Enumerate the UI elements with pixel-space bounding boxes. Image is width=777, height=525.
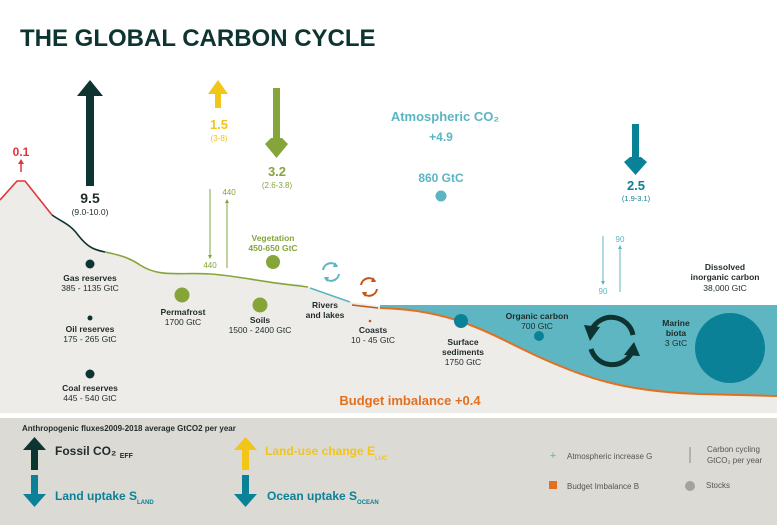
dic-value: 38,000 GtC bbox=[703, 283, 746, 293]
dic-label-line1: Dissolved bbox=[705, 262, 745, 272]
ocean-cycle-down-value: 90 bbox=[599, 287, 608, 296]
coasts-cycle-icon bbox=[360, 277, 378, 297]
legend-atmos-label: Atmospheric increase G bbox=[567, 452, 652, 461]
legend-imbalance-label: Budget Imbalance B bbox=[567, 482, 639, 491]
legend-title: Anthropogenic fluxes2009-2018 average Gt… bbox=[22, 424, 236, 433]
organic-value: 700 GtC bbox=[521, 321, 553, 331]
organic-label: Organic carbon bbox=[506, 311, 569, 321]
oil-stock-dot bbox=[87, 315, 93, 321]
legend-land-use-label: Land-use change ELUC bbox=[265, 444, 388, 462]
permafrost-value: 1700 GtC bbox=[165, 317, 201, 327]
legend-atmos-plus-icon: + bbox=[550, 450, 556, 462]
sea-floor-line bbox=[379, 307, 777, 397]
permafrost-label: Permafrost bbox=[161, 307, 206, 317]
land-sink-arrow-icon bbox=[265, 88, 288, 158]
gas-value: 385 - 1135 GtC bbox=[61, 283, 119, 293]
river-line bbox=[309, 287, 351, 303]
legend-fossil-arrow-icon bbox=[23, 437, 46, 470]
legend-fossil-label: Fossil CO₂ EFF bbox=[55, 444, 134, 460]
legend-panel bbox=[0, 418, 777, 525]
dic-label-line2: inorganic carbon bbox=[691, 272, 760, 282]
permafrost-stock-dot bbox=[174, 287, 190, 303]
coast-line bbox=[351, 304, 379, 309]
soils-stock-dot bbox=[252, 297, 268, 313]
fossil-arrow-icon bbox=[77, 80, 103, 186]
gas-label: Gas reserves bbox=[63, 273, 117, 283]
legend-stocks-label: Stocks bbox=[706, 481, 730, 490]
legend-land-arrow-icon bbox=[23, 475, 46, 507]
land-use-arrow-icon bbox=[208, 80, 228, 108]
coal-stock-dot bbox=[85, 369, 95, 379]
legend-land-label: Land uptake SLAND bbox=[55, 489, 154, 506]
biota-label-line1: Marine bbox=[662, 318, 690, 328]
ocean-sink-flux-value: 2.5 bbox=[627, 178, 645, 193]
dic-stock-dot bbox=[695, 313, 765, 383]
biota-value: 3 GtC bbox=[665, 338, 687, 348]
land-sink-flux-value: 3.2 bbox=[268, 164, 286, 179]
land-sink-flux-range: (2.6-3.8) bbox=[262, 181, 293, 190]
vegetation-label: Vegetation bbox=[252, 233, 295, 243]
sediments-value: 1750 GtC bbox=[445, 357, 481, 367]
soils-label: Soils bbox=[250, 315, 271, 325]
legend-cycling-line2: GtCO₂ per year bbox=[707, 456, 762, 465]
land-use-flux-range: (3-8) bbox=[211, 134, 228, 143]
atmosphere-stock-dot bbox=[435, 190, 447, 202]
legend-imbalance-square-icon bbox=[549, 481, 557, 489]
fossil-flux-value: 9.5 bbox=[80, 190, 100, 206]
vegetation-value: 450-650 GtC bbox=[248, 243, 297, 253]
ocean-cycle-down-arrow-icon bbox=[601, 236, 605, 285]
coal-value: 445 - 540 GtC bbox=[63, 393, 116, 403]
land-cycle-down-value: 440 bbox=[203, 261, 217, 270]
rivers-label-line2: and lakes bbox=[306, 310, 345, 320]
volcanic-arrow-icon bbox=[18, 159, 24, 172]
ocean-sink-arrow-icon bbox=[624, 124, 647, 175]
biota-label-line2: biota bbox=[666, 328, 687, 338]
sediments-stock-dot bbox=[454, 314, 468, 328]
gas-stock-dot bbox=[85, 259, 95, 269]
atmosphere-stock: 860 GtC bbox=[418, 171, 464, 185]
atmosphere-increase: +4.9 bbox=[429, 130, 453, 144]
budget-imbalance-label: Budget imbalance +0.4 bbox=[339, 393, 481, 408]
land-cycle-up-value: 440 bbox=[222, 188, 236, 197]
ocean-cycle-up-value: 90 bbox=[616, 235, 625, 244]
oil-label: Oil reserves bbox=[66, 324, 115, 334]
legend-ocean-arrow-icon bbox=[234, 475, 257, 507]
atmosphere-label: Atmospheric CO₂ bbox=[391, 109, 500, 124]
coasts-stock-dot bbox=[368, 319, 372, 323]
volcano-line bbox=[0, 180, 53, 216]
vegetation-stock-dot bbox=[266, 255, 280, 269]
land-use-flux-value: 1.5 bbox=[210, 117, 228, 132]
coasts-label: Coasts bbox=[359, 325, 388, 335]
rivers-label-line1: Rivers bbox=[312, 300, 338, 310]
ocean-cycle-icon bbox=[584, 314, 640, 368]
coasts-value: 10 - 45 GtC bbox=[351, 335, 395, 345]
land-cycle-up-arrow-icon bbox=[225, 199, 229, 268]
volcanic-flux-value: 0.1 bbox=[13, 145, 30, 159]
land-cycle-down-arrow-icon bbox=[208, 189, 212, 259]
ocean-cycle-up-arrow-icon bbox=[618, 245, 622, 292]
rivers-cycle-icon bbox=[322, 262, 340, 282]
land-line bbox=[104, 251, 309, 288]
oil-value: 175 - 265 GtC bbox=[63, 334, 116, 344]
sediments-label-line2: sediments bbox=[442, 347, 484, 357]
soils-value: 1500 - 2400 GtC bbox=[229, 325, 292, 335]
fossil-line bbox=[51, 214, 106, 253]
sediments-label-line1: Surface bbox=[447, 337, 478, 347]
legend-cycling-line1: Carbon cycling bbox=[707, 445, 760, 454]
fossil-flux-range: (9.0-10.0) bbox=[72, 207, 109, 217]
legend-stocks-circle-icon bbox=[685, 481, 695, 491]
coal-label: Coal reserves bbox=[62, 383, 118, 393]
organic-stock-dot bbox=[534, 331, 544, 341]
ocean-sink-flux-range: (1.9-3.1) bbox=[622, 194, 651, 203]
legend-ocean-label: Ocean uptake SOCEAN bbox=[267, 489, 379, 506]
legend-land-use-arrow-icon bbox=[234, 437, 257, 470]
page-title: THE GLOBAL CARBON CYCLE bbox=[20, 25, 376, 52]
